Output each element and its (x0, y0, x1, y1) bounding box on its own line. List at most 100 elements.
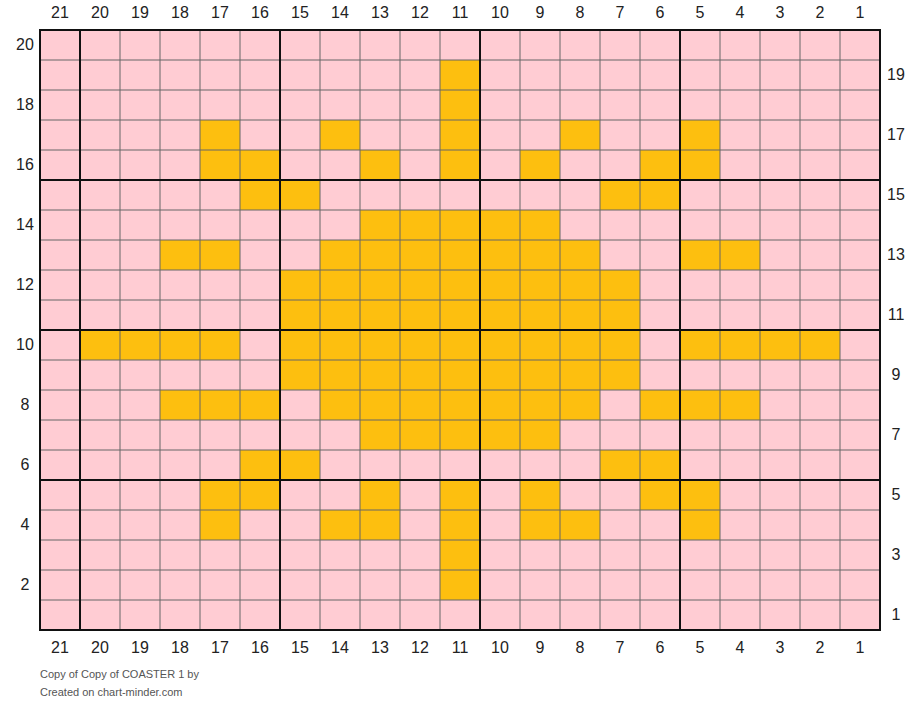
column-number: 7 (616, 5, 625, 21)
stitch-cell (440, 480, 480, 510)
column-number: 2 (816, 5, 825, 21)
column-number: 10 (491, 640, 509, 656)
column-number: 18 (171, 5, 189, 21)
stitch-cell (680, 480, 720, 510)
grid-line (40, 330, 880, 331)
stitch-cell (640, 480, 680, 510)
row-number: 18 (16, 97, 34, 113)
column-number: 19 (131, 640, 149, 656)
grid-line (40, 270, 880, 271)
stitch-cell (520, 480, 560, 510)
stitch-cell (720, 240, 760, 270)
stitch-cell (440, 570, 480, 600)
stitch-cell (520, 510, 560, 540)
grid-line (40, 510, 880, 511)
stitch-cell (320, 240, 360, 270)
stitch-cell (560, 390, 600, 420)
stitch-cell (320, 120, 360, 150)
column-number: 10 (491, 5, 509, 21)
column-number: 21 (51, 5, 69, 21)
row-number: 8 (21, 397, 30, 413)
column-number: 1 (856, 640, 865, 656)
column-number: 16 (251, 640, 269, 656)
column-number: 13 (371, 5, 389, 21)
stitch-cell (720, 390, 760, 420)
stitch-cell (560, 300, 600, 330)
stitch-cell (800, 330, 840, 360)
stitch-cell (480, 240, 520, 270)
chart-credit: Created on chart-minder.com (40, 687, 182, 698)
stitch-cell (440, 60, 480, 90)
stitch-cell (640, 180, 680, 210)
column-number: 9 (536, 640, 545, 656)
row-number: 7 (892, 427, 901, 443)
stitch-cell (160, 330, 200, 360)
stitch-cell (200, 480, 240, 510)
stitch-cell (680, 120, 720, 150)
grid-line (40, 300, 880, 301)
stitch-cell (480, 390, 520, 420)
stitch-cell (280, 270, 320, 300)
row-number: 16 (16, 157, 34, 173)
stitch-cell (440, 90, 480, 120)
stitch-cell (360, 270, 400, 300)
stitch-cell (640, 150, 680, 180)
stitch-cell (80, 330, 120, 360)
stitch-cell (400, 210, 440, 240)
stitch-cell (520, 360, 560, 390)
stitch-cell (400, 300, 440, 330)
stitch-cell (680, 150, 720, 180)
stitch-cell (200, 120, 240, 150)
stitch-cell (640, 450, 680, 480)
column-number: 3 (776, 5, 785, 21)
grid-line (40, 540, 880, 541)
chart-ground (40, 30, 880, 630)
grid-line (40, 600, 880, 601)
chart-credit: Copy of Copy of COASTER 1 by (40, 669, 199, 680)
column-number: 20 (91, 640, 109, 656)
stitch-cell (480, 420, 520, 450)
stitch-cell (400, 420, 440, 450)
stitch-cell (520, 150, 560, 180)
stitch-cell (600, 270, 640, 300)
stitch-cell (240, 390, 280, 420)
stitch-cell (360, 330, 400, 360)
stitch-cell (520, 240, 560, 270)
row-number: 19 (887, 67, 905, 83)
stitch-cell (280, 360, 320, 390)
stitch-cell (360, 510, 400, 540)
stitch-cell (360, 390, 400, 420)
stitch-cell (560, 270, 600, 300)
stitch-cell (440, 270, 480, 300)
stitch-cell (360, 420, 400, 450)
row-number: 4 (21, 517, 30, 533)
column-number: 9 (536, 5, 545, 21)
column-number: 17 (211, 5, 229, 21)
column-number: 16 (251, 5, 269, 21)
stitch-cell (680, 390, 720, 420)
column-number: 5 (696, 640, 705, 656)
stitch-cell (600, 180, 640, 210)
stitch-cell (520, 300, 560, 330)
stitch-cell (640, 390, 680, 420)
row-number: 17 (887, 127, 905, 143)
row-number: 6 (21, 457, 30, 473)
column-number: 19 (131, 5, 149, 21)
column-number: 3 (776, 640, 785, 656)
column-number: 18 (171, 640, 189, 656)
stitch-cell (440, 240, 480, 270)
column-number: 6 (656, 5, 665, 21)
stitch-cell (760, 330, 800, 360)
stitch-cell (600, 330, 640, 360)
grid-major-line (40, 479, 880, 481)
row-number: 14 (16, 217, 34, 233)
column-number: 13 (371, 640, 389, 656)
column-number: 17 (211, 640, 229, 656)
column-number: 20 (91, 5, 109, 21)
stitch-cell (560, 240, 600, 270)
stitch-cell (400, 240, 440, 270)
stitch-cell (600, 450, 640, 480)
stitch-cell (360, 210, 400, 240)
stitch-cell (400, 270, 440, 300)
